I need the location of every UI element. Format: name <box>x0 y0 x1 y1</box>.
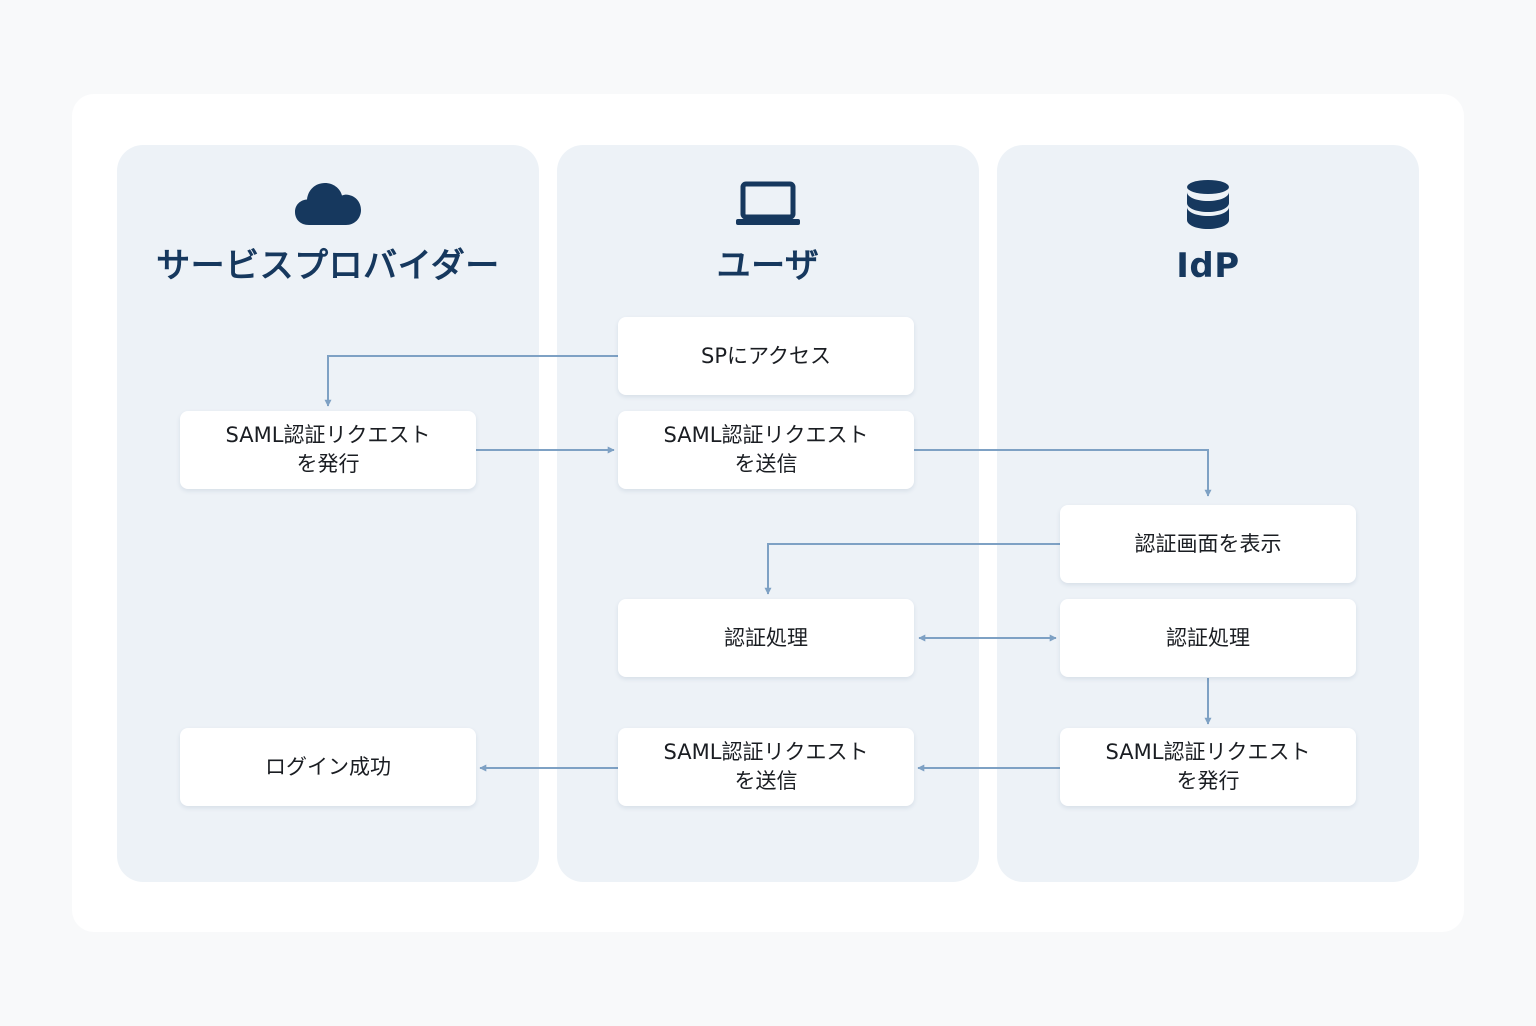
arrow-access-to-sp <box>324 355 618 407</box>
step-user-access-sp: SPにアクセス <box>618 317 914 395</box>
step-idp-issue-response: SAML認証リクエスト を発行 <box>1060 728 1356 806</box>
lane-title-idp: IdP <box>1176 246 1240 286</box>
step-sp-issue-request: SAML認証リクエスト を発行 <box>180 411 476 489</box>
cloud-icon <box>117 178 539 230</box>
database-icon <box>997 178 1419 230</box>
step-user-auth-process: 認証処理 <box>618 599 914 677</box>
step-user-send-request: SAML認証リクエスト を送信 <box>618 411 914 489</box>
lane-title-user: ユーザ <box>716 246 820 286</box>
step-user-send-response: SAML認証リクエスト を送信 <box>618 728 914 806</box>
step-idp-auth-process: 認証処理 <box>1060 599 1356 677</box>
arrow-screen-to-user-auth <box>764 543 1060 595</box>
arrow-user-to-idp <box>914 449 1212 497</box>
laptop-icon <box>557 178 979 230</box>
lane-title-service-provider: サービスプロバイダー <box>156 246 500 286</box>
step-sp-login-success: ログイン成功 <box>180 728 476 806</box>
step-idp-show-screen: 認証画面を表示 <box>1060 505 1356 583</box>
